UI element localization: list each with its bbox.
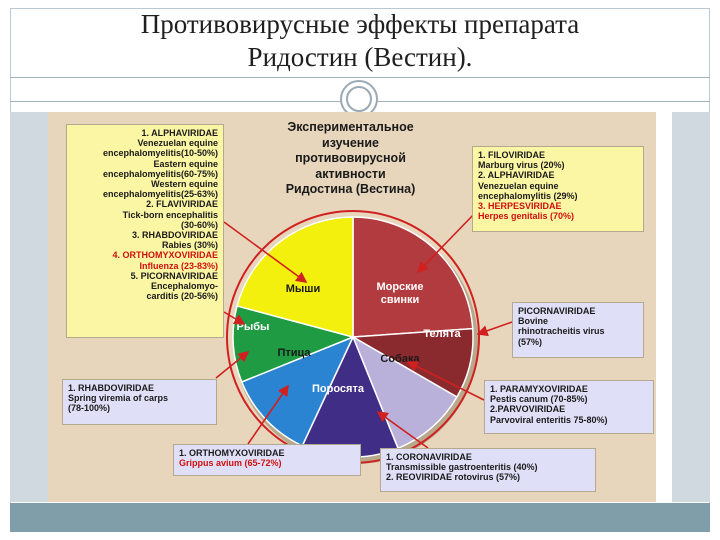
heading-line: противовирусной [295,151,406,165]
right-sidebar-band [672,112,710,502]
slide-title-line-2: Ридостин (Вестин). [247,42,473,72]
heading-line: активности [315,166,386,181]
pie-slice-label: Мыши [286,283,321,295]
virus-line: Tick-born encephalitis [122,209,218,220]
virus-line: Venezuelan equine [137,138,218,149]
virus-line: 2.PARVOVIRIDAE [490,404,566,415]
virus-line: 1. PARAMYXOVIRIDAE [490,384,588,394]
virus-line: Rabies (30%) [161,240,218,251]
diagram-heading: Экспериментальное изучение противовирусн… [248,120,453,198]
bottom-bar [10,503,710,532]
pie-slice-label: Морские [376,281,423,293]
virus-line: (30-60%) [180,219,218,230]
pie-slice-label: Собака [380,353,420,365]
pie-diagram: МорскиесвинкиТелятаСобакаПоросятаПтицаРы… [215,210,513,464]
heading-line: Ридостина (Вестина) [285,182,416,196]
heading-line: изучение [322,135,379,150]
virus-line: (57%) [518,336,543,347]
virus-line: Parvoviral enteritis 75-80%) [490,414,608,425]
virus-line: 5. PICORNAVIRIDAE [130,270,218,281]
virus-line: PICORNAVIRIDAE [518,306,596,316]
virus-line: 1. ORTHOMYXOVIRIDAE [179,448,285,458]
virus-line: rhinotracheitis virus [518,326,605,337]
slide-title: Противовирусные эффекты препарата Ридост… [0,8,720,74]
heading-line: Экспериментальное [287,120,414,134]
virus-line: Grippus avium (65-72%) [179,458,282,469]
pie-slice-label: Поросята [312,383,365,395]
virus-line: 4. ORTHOMYXOVIRIDAE [112,250,218,261]
pie-slice [352,216,474,338]
virus-line: 1. ALPHAVIRIDAE [141,128,218,138]
virus-line: Herpes genitalis (70%) [478,211,575,222]
title-divider-top [10,77,710,78]
virus-line: Bovine [518,316,549,327]
virus-line: encephalomyelitis(10-50%) [102,148,218,159]
left-sidebar-band [10,112,48,502]
virus-line: Venezuelan equine [478,180,559,191]
virus-line: (78-100%) [68,403,111,414]
virus-line: carditis (20-56%) [146,291,218,302]
annotation-arrow [406,361,485,401]
virus-line: Encephalomyo- [150,281,218,292]
virus-line: Influenza (23-83%) [139,260,218,271]
virus-line: 1. FILOVIRIDAE [478,150,546,160]
virus-line: 1. RHABDOVIRIDAE [68,383,155,393]
virus-line: Western equine [151,179,218,190]
virus-line: encephalomylitis (29%) [478,190,578,201]
virus-line: 3. HERPESVIRIDAE [478,201,562,212]
annotation-arrow [215,350,250,379]
pie-slice-label: свинки [381,294,420,306]
annotation-arrow [376,411,429,449]
virus-line: encephalomyelitis(60-75%) [102,168,218,179]
virus-line: 2. REOVIRIDAE rotovirus (57%) [386,472,521,483]
pie-slice-label: Телята [423,328,461,340]
virus-line: Transmissible gastroenteritis (40%) [386,462,538,473]
virus-line: Spring viremia of carps [68,393,169,404]
virus-line: Pestis canum (70-85%) [490,394,588,405]
annotation-arrow [247,384,289,445]
annotation-arrow [476,321,513,337]
pie-slice [351,335,458,450]
virus-line: Eastern equine [153,158,218,169]
slide-title-line-1: Противовирусные эффекты препарата [140,9,580,39]
virus-line: encephalomyelitis(25-63%) [102,189,218,200]
pie-slice-label: Птица [277,347,311,359]
virus-line: 2. FLAVIVIRIDAE [146,199,218,210]
annotation-arrow [223,311,246,325]
virus-line: Marburg virus (20%) [478,160,565,171]
virus-line: 3. RHABDOVIRIDAE [131,230,218,241]
virus-line: 1. CORONAVIRIDAE [386,452,472,462]
virus-line: 2. ALPHAVIRIDAE [478,170,555,181]
pie-slice [232,305,356,383]
annotation-arrow [223,221,308,283]
annotation-arrow [416,211,477,274]
